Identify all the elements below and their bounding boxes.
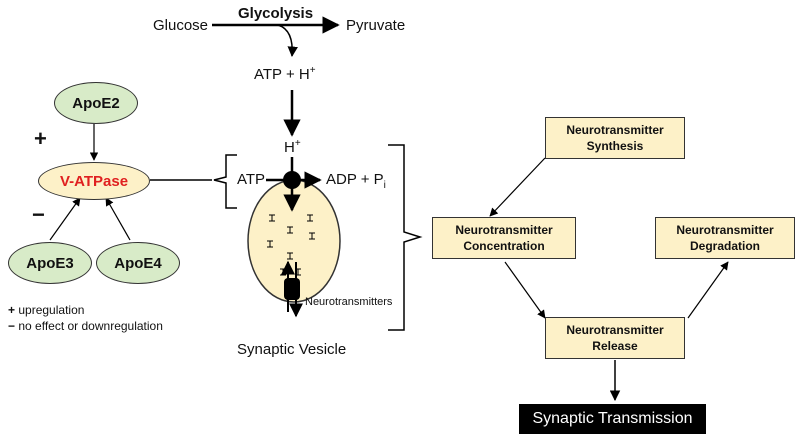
release-line-1: Neurotransmitter bbox=[566, 323, 664, 337]
synthesis-box: Neurotransmitter Synthesis bbox=[545, 117, 685, 159]
apoe4-node: ApoE4 bbox=[96, 242, 180, 284]
atp-h-text: ATP + H bbox=[254, 66, 310, 83]
synthesis-to-concentration-arrow bbox=[489, 157, 546, 217]
minus-sign: − bbox=[32, 202, 45, 227]
vatpase-node: V-ATPase bbox=[38, 162, 150, 200]
synaptic-transmission-label: Synaptic Transmission bbox=[532, 410, 693, 427]
adp-label: ADP + Pi bbox=[326, 172, 386, 191]
vatpase-pump bbox=[283, 171, 301, 189]
atp-h-label: ATP + H+ bbox=[254, 65, 316, 83]
legend-down: − no effect or downregulation bbox=[8, 320, 163, 332]
degradation-line-2: Degradation bbox=[689, 239, 760, 253]
apoe2-label: ApoE2 bbox=[72, 94, 120, 112]
vatpase-label: V-ATPase bbox=[59, 172, 129, 190]
synaptic-transmission-box: Synaptic Transmission bbox=[519, 404, 706, 434]
concentration-line-2: Concentration bbox=[463, 239, 545, 253]
glucose-label: Glucose bbox=[153, 17, 209, 34]
synthesis-line-2: Synthesis bbox=[586, 139, 644, 153]
transporter bbox=[284, 278, 300, 300]
release-to-degradation-arrow bbox=[687, 261, 729, 319]
legend-up: + upregulation bbox=[8, 304, 84, 316]
proton-text: H bbox=[284, 139, 295, 156]
apoe4-arrow bbox=[105, 197, 131, 241]
adp-text: ADP + P bbox=[326, 171, 384, 188]
neurotransmitters-label: Neurotransmitters bbox=[305, 296, 393, 308]
atp-label: ATP bbox=[237, 171, 266, 188]
degradation-line-1: Neurotransmitter bbox=[676, 223, 774, 237]
degradation-box: Neurotransmitter Degradation bbox=[655, 217, 795, 259]
legend-up-text: upregulation bbox=[18, 303, 85, 317]
legend-up-symbol: + bbox=[8, 303, 16, 317]
atp-h-charge: + bbox=[309, 65, 316, 76]
left-bracket bbox=[213, 154, 237, 209]
concentration-box: Neurotransmitter Concentration bbox=[432, 217, 576, 259]
apoe3-label: ApoE3 bbox=[26, 254, 74, 272]
proton-charge: + bbox=[294, 138, 301, 149]
apoe4-label: ApoE4 bbox=[114, 254, 162, 272]
plus-sign: + bbox=[34, 126, 47, 151]
legend-down-symbol: − bbox=[8, 319, 16, 333]
right-bracket bbox=[388, 144, 423, 331]
release-box: Neurotransmitter Release bbox=[545, 317, 685, 359]
synaptic-vesicle-caption: Synaptic Vesicle bbox=[237, 341, 347, 358]
concentration-to-release-arrow bbox=[504, 261, 546, 319]
glycolysis-branch-arrow bbox=[277, 24, 298, 58]
glycolysis-title: Glycolysis bbox=[238, 5, 314, 22]
legend-down-text: no effect or downregulation bbox=[18, 319, 163, 333]
apoe3-node: ApoE3 bbox=[8, 242, 92, 284]
proton-label: H+ bbox=[284, 138, 301, 156]
apoe3-arrow bbox=[49, 197, 81, 241]
pyruvate-label: Pyruvate bbox=[346, 17, 406, 34]
concentration-line-1: Neurotransmitter bbox=[455, 223, 553, 237]
release-line-2: Release bbox=[592, 339, 638, 353]
synthesis-line-1: Neurotransmitter bbox=[566, 123, 664, 137]
adp-subscript: i bbox=[383, 180, 386, 191]
apoe2-node: ApoE2 bbox=[54, 82, 138, 124]
